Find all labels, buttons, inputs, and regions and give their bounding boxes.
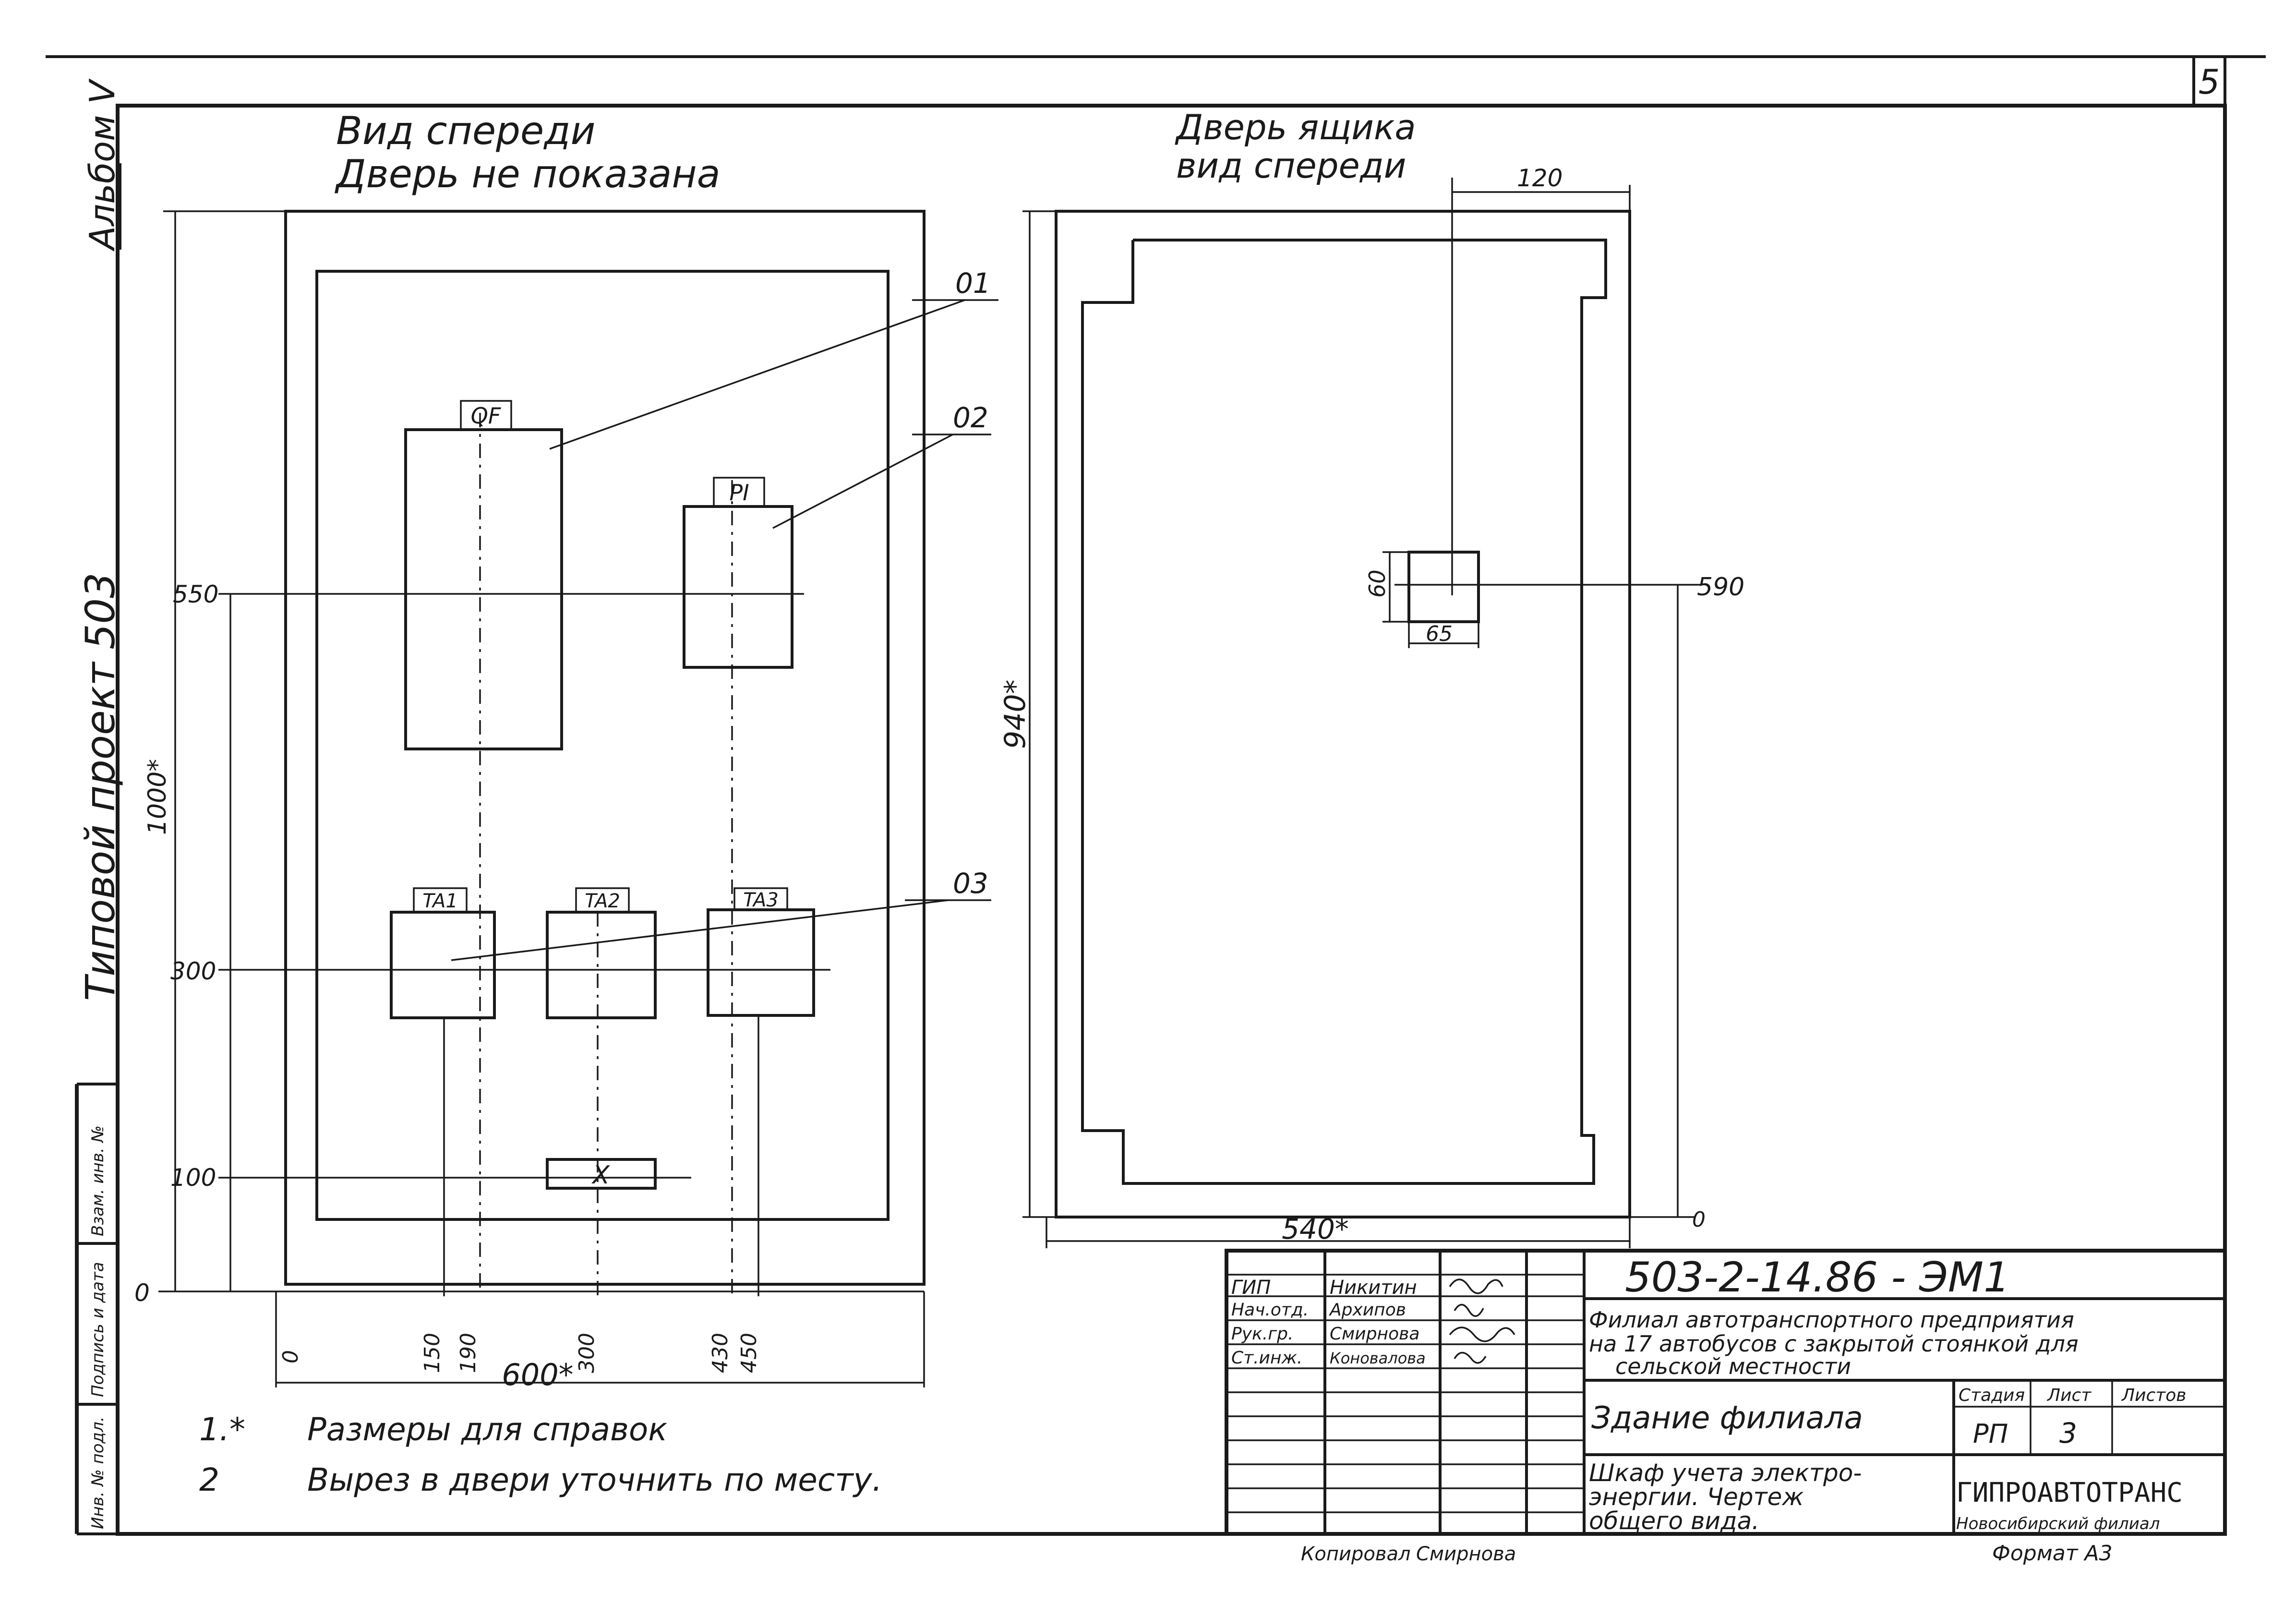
title-block: ГИП Никитин Нач.отд. Архипов Рук.гр. Сми… xyxy=(1225,1249,2227,1536)
ta3-transformer xyxy=(707,908,815,1017)
cutout-width-dim: 65 xyxy=(1426,622,1453,646)
note-1-num: 1.* xyxy=(199,1411,245,1448)
qf-label: QF xyxy=(471,403,501,429)
copied-by: Смирнова xyxy=(1416,1543,1516,1565)
qf-tag xyxy=(460,400,512,431)
door-view-subtitle: вид спереди xyxy=(1176,145,1406,186)
project-label: Типовой проект 503 xyxy=(77,573,124,1001)
notes: 1.* Размеры для справок 2 Вырез в двери … xyxy=(199,1411,882,1498)
x-terminal xyxy=(546,1158,657,1190)
callout-02: 02 xyxy=(953,401,988,434)
door-view: Дверь ящика вид спереди 120 60 65 590 0 … xyxy=(998,107,1744,1248)
stage-header: Стадия xyxy=(1959,1386,2025,1405)
x-mark-190: 190 xyxy=(456,1333,481,1373)
signature-marks xyxy=(1449,1278,1515,1364)
door-cutout xyxy=(1407,551,1480,623)
cutout-height-dim: 60 xyxy=(1364,569,1390,598)
stage-value: РП xyxy=(1973,1419,2008,1449)
staff-role-3: Рук.гр. xyxy=(1231,1324,1293,1344)
note-1-text: Размеры для справок xyxy=(307,1411,667,1448)
callout-03: 03 xyxy=(953,867,988,900)
staff-role-4: Ст.инж. xyxy=(1231,1348,1302,1368)
ta3-label: TA3 xyxy=(743,889,779,911)
front-view: Вид спереди Дверь не показана QF PI TA1 … xyxy=(134,109,998,1392)
project-title-3: сельской местности xyxy=(1615,1353,1851,1379)
door-inner-profile xyxy=(1081,239,1607,1185)
mounting-panel xyxy=(315,270,890,1221)
x-mark-150: 150 xyxy=(420,1333,445,1373)
staff-name-4: Коновалова xyxy=(1330,1349,1426,1367)
ta1-tag xyxy=(413,887,468,913)
callout-01: 01 xyxy=(955,267,991,300)
drawing-title-3: общего вида. xyxy=(1589,1507,1759,1535)
sheet-frame xyxy=(46,55,2266,1536)
staff-name-3: Смирнова xyxy=(1330,1324,1419,1344)
level-100: 100 xyxy=(170,1164,216,1192)
height-dim-1000: 1000* xyxy=(143,759,172,835)
x-mark-450: 450 xyxy=(737,1333,761,1373)
album-label: Альбом V xyxy=(82,78,122,252)
door-view-title: Дверь ящика xyxy=(1175,107,1416,147)
note-2-text: Вырез в двери уточнить по месту. xyxy=(307,1461,882,1498)
width-dim-600: 600* xyxy=(502,1357,573,1392)
stamp-cell-replace: Взам. инв. № xyxy=(88,1125,108,1236)
drawing-title-1: Шкаф учета электро- xyxy=(1589,1459,1862,1487)
x-label: X xyxy=(591,1161,610,1190)
staff-name-2: Архипов xyxy=(1329,1300,1406,1320)
x-mark-0: 0 xyxy=(278,1350,303,1363)
stamp-cell-inv: Инв. № подл. xyxy=(88,1416,108,1529)
pi-meter xyxy=(683,505,793,669)
cabinet-outline xyxy=(284,210,926,1286)
level-0: 0 xyxy=(134,1279,150,1307)
door-top-dim: 120 xyxy=(1517,164,1563,192)
door-outline xyxy=(1055,210,1631,1218)
ta2-tag xyxy=(575,887,630,913)
sheet-header: Лист xyxy=(2046,1386,2092,1405)
sheet-value: 3 xyxy=(2059,1417,2077,1449)
copied-label: Копировал xyxy=(1301,1543,1411,1565)
ta3-tag xyxy=(733,887,788,911)
drawing-title-2: энергии. Чертеж xyxy=(1589,1483,1803,1511)
level-300: 300 xyxy=(170,957,216,985)
staff-role-2: Нач.отд. xyxy=(1231,1300,1309,1320)
ta2-transformer xyxy=(546,911,657,1019)
x-mark-430: 430 xyxy=(708,1333,733,1373)
building-name: Здание филиала xyxy=(1591,1400,1863,1436)
staff-name-1: Никитин xyxy=(1330,1277,1417,1299)
level-550: 550 xyxy=(173,580,218,608)
ta1-label: TA1 xyxy=(422,890,458,912)
door-level-0: 0 xyxy=(1692,1207,1706,1232)
org-branch: Новосибирский филиал xyxy=(1956,1514,2160,1533)
project-title-1: Филиал автотранспортного предприятия xyxy=(1589,1307,2074,1333)
project-title-2: на 17 автобусов с закрытой стоянкой для xyxy=(1589,1331,2079,1357)
door-level-590: 590 xyxy=(1697,573,1744,602)
front-view-subtitle: Дверь не показана xyxy=(335,152,721,196)
sheets-header: Листов xyxy=(2121,1386,2186,1405)
doc-code: 503-2-14.86 - ЭМ1 xyxy=(1625,1254,2010,1302)
qf-breaker xyxy=(404,428,563,750)
format-label: Формат А3 xyxy=(1992,1541,2113,1566)
stamp-cell-sign: Подпись и дата xyxy=(88,1262,108,1397)
ta2-label: TA2 xyxy=(585,890,620,912)
org-name: ГИПРОАВТОТРАНС xyxy=(1956,1477,2183,1508)
page-number: 5 xyxy=(2199,62,2220,102)
x-mark-300: 300 xyxy=(575,1333,599,1373)
door-width-dim: 540* xyxy=(1282,1213,1349,1245)
staff-role-1: ГИП xyxy=(1231,1277,1271,1299)
pi-tag xyxy=(713,477,765,507)
front-view-title: Вид спереди xyxy=(336,109,595,153)
door-height-dim: 940* xyxy=(998,679,1032,749)
ta1-transformer xyxy=(390,911,496,1019)
note-2-num: 2 xyxy=(199,1461,219,1498)
